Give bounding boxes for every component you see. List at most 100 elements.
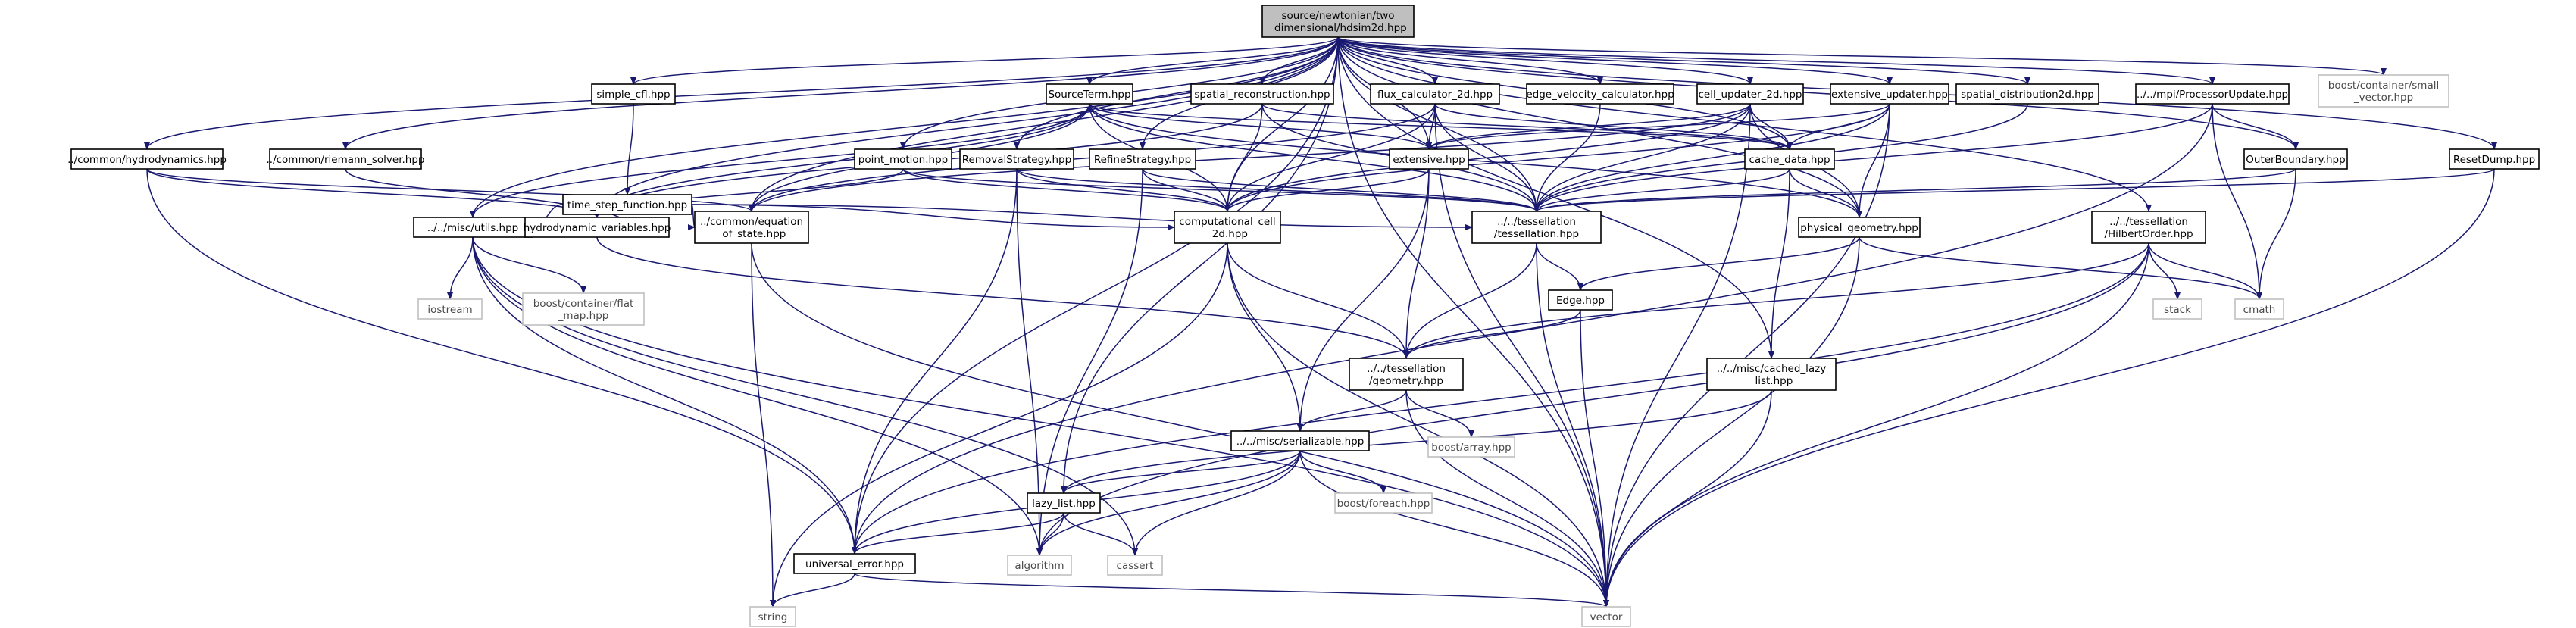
edge-sourceterm-to-tessellation bbox=[1089, 103, 1540, 212]
node-label: /geometry.hpp bbox=[1369, 375, 1443, 387]
node-universal_error[interactable]: universal_error.hpp bbox=[793, 553, 916, 574]
node-label: algorithm bbox=[1014, 560, 1064, 572]
node-box bbox=[591, 83, 676, 105]
node-mpi_proc[interactable]: ../../mpi/ProcessorUpdate.hpp bbox=[2135, 83, 2290, 105]
node-lazy_list[interactable]: lazy_list.hpp bbox=[1027, 492, 1101, 514]
edge-serializable-to-vector bbox=[1299, 450, 1609, 608]
node-box bbox=[694, 211, 809, 244]
node-hilbert[interactable]: ../../tessellation/HilbertOrder.hpp bbox=[2091, 211, 2206, 244]
node-box bbox=[854, 148, 952, 170]
edge-extensive_updater-to-extensive bbox=[1426, 103, 1890, 150]
node-geometry[interactable]: ../../tessellation/geometry.hpp bbox=[1349, 358, 1464, 391]
node-simple_cfl[interactable]: simple_cfl.hpp bbox=[591, 83, 676, 105]
node-label: /HilbertOrder.hpp bbox=[2104, 228, 2193, 240]
node-spatial_recon[interactable]: spatial_reconstruction.hpp bbox=[1190, 83, 1334, 105]
node-root[interactable]: source/newtonian/two_dimensional/hdsim2d… bbox=[1261, 5, 1415, 38]
node-reset_dump[interactable]: ResetDump.hpp bbox=[2449, 148, 2540, 170]
node-spatial_dist[interactable]: spatial_distribution2d.hpp bbox=[1955, 83, 2099, 105]
node-label: extensive.hpp bbox=[1393, 154, 1465, 166]
edge-root-to-misc_utils bbox=[470, 36, 1339, 218]
edge-hilbert-to-stack bbox=[2148, 242, 2181, 300]
edge-extensive-to-geometry bbox=[1403, 168, 1430, 359]
node-label: RemovalStrategy.hpp bbox=[962, 154, 1071, 166]
node-cell_updater[interactable]: cell_updater_2d.hpp bbox=[1696, 83, 1804, 105]
node-comp_cell[interactable]: computational_cell_2d.hpp bbox=[1174, 211, 1281, 244]
edge-refine-to-comp_cell bbox=[1142, 168, 1230, 212]
node-edge_vel[interactable]: edge_velocity_calculator.hpp bbox=[1526, 83, 1674, 105]
node-label: extensive_updater.hpp bbox=[1831, 89, 1948, 101]
edge-removal-to-universal_error bbox=[852, 168, 1018, 555]
node-edge[interactable]: Edge.hpp bbox=[1548, 289, 1613, 311]
node-label: cassert bbox=[1117, 560, 1154, 572]
node-label: ResetDump.hpp bbox=[2453, 154, 2535, 166]
node-box bbox=[959, 148, 1074, 170]
edge-cell_updater-to-extensive bbox=[1426, 103, 1751, 150]
edge-cache_data-to-cached_lazy bbox=[1768, 168, 1790, 359]
node-point_motion[interactable]: point_motion.hpp bbox=[854, 148, 952, 170]
node-label: hydrodynamic_variables.hpp bbox=[524, 222, 671, 234]
edge-simple_cfl-to-time_step bbox=[624, 103, 634, 195]
node-serializable[interactable]: ../../misc/serializable.hpp bbox=[1230, 430, 1370, 451]
edge-eos-to-string bbox=[751, 242, 776, 608]
node-label: ../../mpi/ProcessorUpdate.hpp bbox=[2137, 89, 2288, 101]
node-misc_utils[interactable]: ../../misc/utils.hpp bbox=[413, 217, 533, 238]
edge-mpi_proc-to-tessellation bbox=[1533, 103, 2213, 212]
edge-root-to-extensive_updater bbox=[1337, 36, 1893, 85]
node-cached_lazy[interactable]: ../../misc/cached_lazy_list.hpp bbox=[1706, 358, 1837, 391]
node-flux_calc[interactable]: flux_calculator_2d.hpp bbox=[1370, 83, 1500, 105]
edge-hilbert-to-universal_error bbox=[852, 242, 2149, 555]
node-label: ../../tessellation bbox=[1497, 216, 1576, 228]
node-cache_data[interactable]: cache_data.hpp bbox=[1744, 148, 1835, 170]
edge-point_motion-to-tessellation bbox=[902, 168, 1540, 212]
edge-outer_boundary-to-cmath bbox=[2256, 168, 2296, 300]
node-hydro_vars[interactable]: hydrodynamic_variables.hpp bbox=[524, 217, 671, 238]
edge-sourceterm-to-misc_utils bbox=[470, 103, 1090, 218]
node-box bbox=[2234, 298, 2284, 320]
edge-physical_geom-to-cmath bbox=[1859, 236, 2262, 300]
node-box bbox=[1027, 492, 1101, 514]
node-label: boost/foreach.hpp bbox=[1337, 498, 1430, 510]
edge-misc_utils-to-universal_error bbox=[472, 236, 858, 555]
node-sourceterm[interactable]: SourceTerm.hpp bbox=[1046, 83, 1133, 105]
node-eos[interactable]: ../common/equation_of_state.hpp bbox=[694, 211, 809, 244]
node-tessellation[interactable]: ../../tessellation/tessellation.hpp bbox=[1471, 211, 1602, 244]
node-box bbox=[1174, 211, 1281, 244]
node-box bbox=[413, 217, 533, 238]
edge-eos-to-vector bbox=[751, 242, 1609, 608]
edge-extensive_updater-to-comp_cell bbox=[1224, 103, 1890, 212]
node-label: ../../misc/utils.hpp bbox=[427, 222, 519, 234]
header-file-nodes: source/newtonian/two_dimensional/hdsim2d… bbox=[67, 5, 2540, 627]
node-box bbox=[1261, 5, 1415, 38]
node-vector: vector bbox=[1581, 606, 1631, 627]
node-label: computational_cell bbox=[1179, 216, 1275, 228]
node-refine[interactable]: RefineStrategy.hpp bbox=[1089, 148, 1196, 170]
node-box bbox=[269, 148, 422, 170]
node-label: _2d.hpp bbox=[1206, 228, 1248, 240]
node-string: string bbox=[749, 606, 796, 627]
edge-removal-to-comp_cell bbox=[1016, 168, 1230, 212]
node-physical_geom[interactable]: physical_geometry.hpp bbox=[1798, 217, 1921, 238]
edge-refine-to-tessellation bbox=[1142, 168, 1540, 212]
node-common_riemann[interactable]: ../common/riemann_solver.hpp bbox=[266, 148, 425, 170]
node-label: ../common/hydrodynamics.hpp bbox=[67, 154, 227, 166]
edge-tessellation-to-geometry bbox=[1403, 242, 1537, 359]
edge-hilbert-to-algorithm bbox=[1036, 242, 2149, 556]
node-box bbox=[1798, 217, 1921, 238]
node-label: spatial_reconstruction.hpp bbox=[1194, 89, 1330, 101]
edge-serializable-to-lazy_list bbox=[1061, 450, 1301, 494]
node-label: stack bbox=[2164, 304, 2191, 316]
node-box bbox=[562, 194, 692, 215]
node-outer_boundary[interactable]: OuterBoundary.hpp bbox=[2243, 148, 2348, 170]
node-label: boost/array.hpp bbox=[1431, 442, 1511, 454]
node-removal[interactable]: RemovalStrategy.hpp bbox=[959, 148, 1074, 170]
node-extensive[interactable]: extensive.hpp bbox=[1389, 148, 1469, 170]
edge-lazy_list-to-cassert bbox=[1063, 512, 1138, 556]
node-label: ../../tessellation bbox=[2109, 216, 2188, 228]
node-label: spatial_distribution2d.hpp bbox=[1961, 89, 2094, 101]
node-common_hydro[interactable]: ../common/hydrodynamics.hpp bbox=[67, 148, 227, 170]
node-extensive_updater[interactable]: extensive_updater.hpp bbox=[1830, 83, 1949, 105]
edge-mpi_proc-to-outer_boundary bbox=[2212, 103, 2299, 150]
node-label: physical_geometry.hpp bbox=[1800, 222, 1918, 234]
node-label: boost/container/flat bbox=[533, 298, 634, 310]
node-time_step[interactable]: time_step_function.hpp bbox=[562, 194, 692, 215]
